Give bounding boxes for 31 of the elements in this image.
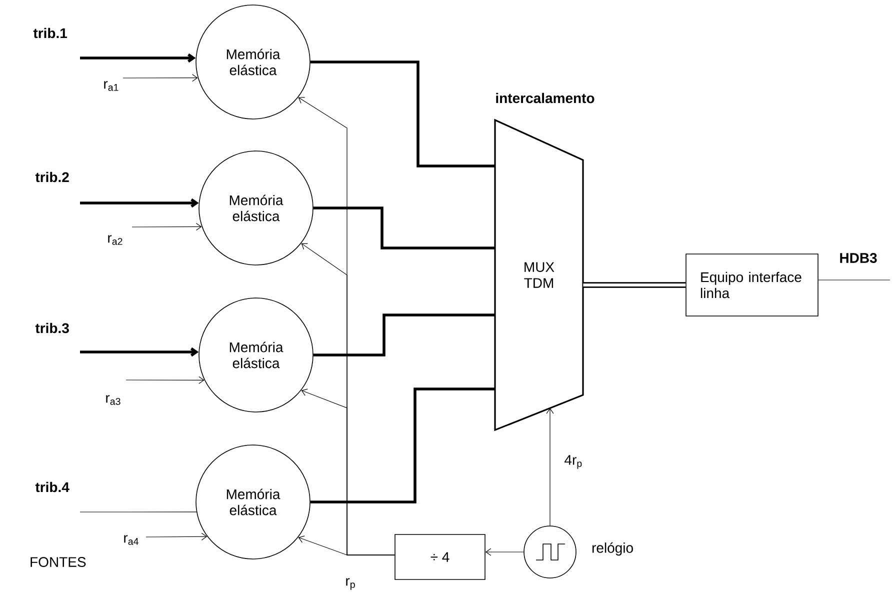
edge-label: trib.4 — [34, 480, 70, 494]
arrow — [298, 536, 395, 556]
arrow — [80, 347, 199, 357]
connector-line — [310, 60, 495, 168]
edge-label: r$_{a1}$ — [102, 80, 120, 92]
clock-symbol — [524, 526, 576, 578]
arrow — [146, 532, 208, 540]
node-label: intercalamento — [496, 92, 594, 104]
edge-label: trib.3 — [34, 322, 70, 334]
arrow — [80, 198, 199, 208]
arrow — [546, 408, 554, 526]
connector-line — [310, 388, 495, 504]
side-label: FONTES — [30, 557, 86, 567]
arrow — [80, 53, 196, 63]
clock-label: relógio — [592, 542, 633, 556]
edge-label: r$_{a3}$ — [104, 394, 122, 406]
edge-label: trib.2 — [34, 170, 70, 184]
connector-line — [583, 282, 686, 288]
connector-line — [313, 314, 495, 356]
edge-label: r$_{a2}$ — [106, 234, 124, 246]
arrow — [132, 222, 202, 231]
edge-label: r$_{p}$ — [344, 577, 357, 591]
interface-box: Equipo interface linha — [686, 254, 818, 316]
edge-label: trib.1 — [32, 26, 68, 40]
arrow — [122, 74, 198, 82]
connector-line — [313, 206, 495, 250]
arrow — [485, 548, 524, 556]
edge-label: 4r$_{p}$ — [563, 454, 584, 470]
arrow — [126, 376, 204, 384]
edge-label: r$_{a4}$ — [122, 534, 140, 546]
edge-label: HDB3 — [838, 252, 878, 264]
